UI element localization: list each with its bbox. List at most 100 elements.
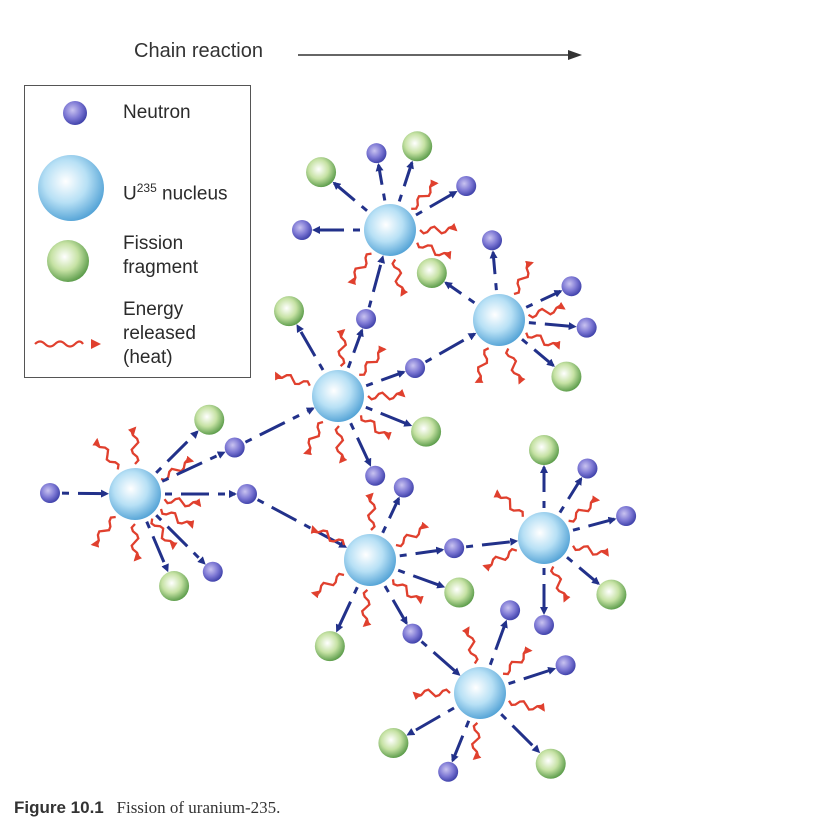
legend-icons <box>34 101 104 349</box>
neutron-path-arrow <box>332 181 368 212</box>
energy-released-wave <box>359 415 392 441</box>
neutron <box>482 230 503 251</box>
neutron-path-arrow <box>244 407 315 444</box>
fission-fragment <box>378 728 409 758</box>
neutron <box>393 477 414 498</box>
neutron <box>224 437 245 458</box>
neutron-path-arrow <box>415 190 458 217</box>
chain-reaction-label: Chain reaction <box>134 40 263 62</box>
neutron-path-arrow <box>349 422 372 467</box>
neutron-path-arrow <box>521 338 555 367</box>
energy-released-wave <box>334 425 348 464</box>
neutron-path-arrow <box>558 476 583 514</box>
neutron-path-arrow <box>381 496 401 534</box>
uranium-nucleus <box>109 468 161 520</box>
uranium-nucleus <box>312 370 364 422</box>
energy-released-wave <box>474 347 490 384</box>
neutron <box>405 357 426 378</box>
fission-fragment <box>306 157 337 188</box>
energy-released-wave <box>159 508 195 529</box>
energy-released-wave <box>130 523 143 562</box>
energy-line1: Energy <box>123 299 184 320</box>
neutron-path-arrow <box>420 640 461 676</box>
uranium-nucleus <box>473 294 525 346</box>
neutron-path-arrow <box>155 514 206 565</box>
energy-released-wave <box>549 566 571 603</box>
energy-released-wave <box>391 258 409 297</box>
neutron <box>616 506 637 527</box>
neutron-path-arrow <box>161 451 226 483</box>
fission-fragment <box>535 748 566 779</box>
neutron-path-arrow <box>488 619 508 666</box>
neutron-path-arrow <box>424 332 477 364</box>
caption-text: Fission of uranium-235. <box>116 798 281 817</box>
energy-released-wave <box>482 547 518 572</box>
neutron-path-arrow <box>383 585 408 625</box>
fission-fragment <box>551 361 582 392</box>
fragment-line1: Fission <box>123 233 184 254</box>
energy-released-wave <box>274 371 311 387</box>
fission-fragment <box>596 579 627 610</box>
nucleus-label-base: U <box>123 183 137 205</box>
neutron-path-arrow <box>365 405 413 427</box>
energy-released-wave <box>568 495 601 523</box>
energy-released-wave <box>527 301 566 319</box>
chain-reaction-arrow <box>298 50 582 60</box>
energy-released-wave <box>419 222 458 235</box>
energy-released-wave <box>163 497 202 508</box>
neutron-path-arrow <box>296 324 325 371</box>
neutron-path-arrow <box>566 556 600 585</box>
fission-fragment-icon <box>47 240 89 282</box>
energy-released-wave <box>310 572 345 599</box>
neutron-path-arrow <box>397 568 446 589</box>
energy-released-wave <box>502 646 533 676</box>
legend-label-nucleus: U235 nucleus <box>123 176 228 206</box>
energy-released-wave <box>310 525 346 546</box>
fission-fragment <box>274 296 304 327</box>
uranium-nucleus <box>344 534 396 586</box>
energy-released-wave <box>367 388 406 401</box>
energy-released-wave <box>504 348 526 385</box>
neutron-path-arrow <box>155 430 199 474</box>
neutron-path-arrow <box>489 250 498 291</box>
fission-fragment <box>159 571 190 602</box>
neutron-path-arrow <box>528 321 577 331</box>
neutron-path-arrow <box>444 281 476 305</box>
energy-released-wave <box>359 345 387 376</box>
neutron-path-arrow <box>367 255 386 308</box>
energy-released-wave <box>360 589 372 628</box>
neutron-path-arrow <box>61 489 110 498</box>
neutron-path-arrow <box>508 666 557 686</box>
neutron <box>500 600 521 621</box>
neutron <box>366 143 387 164</box>
neutron-path-arrow <box>451 720 471 763</box>
neutron-path-arrow <box>145 521 169 573</box>
figure-caption: Figure 10.1 Fission of uranium-235. <box>14 798 280 818</box>
neutron <box>402 623 423 644</box>
uranium-nucleus <box>364 204 416 256</box>
neutron-path-arrow <box>397 160 414 202</box>
energy-released-wave <box>365 492 377 531</box>
neutron-path-arrow <box>399 546 445 558</box>
neutron <box>356 308 377 329</box>
neutron <box>237 484 257 504</box>
energy-released-wave <box>508 700 545 712</box>
energy-released-wave <box>470 722 482 761</box>
neutron <box>555 655 576 676</box>
uranium-nucleus <box>454 667 506 719</box>
energy-released-wave <box>572 545 609 557</box>
neutron <box>577 458 598 479</box>
neutron-path-arrow <box>375 163 387 201</box>
fission-fragment <box>314 631 345 662</box>
neutron-path-arrow <box>365 370 406 388</box>
neutron-path-arrow <box>256 498 348 549</box>
neutron <box>456 176 477 196</box>
energy-released-wave <box>416 242 452 260</box>
neutron <box>444 538 465 559</box>
neutron-path-arrow <box>346 328 364 369</box>
energy-released-wave <box>412 688 451 701</box>
neutron <box>292 220 312 240</box>
uranium-nucleus-icon <box>38 155 104 221</box>
